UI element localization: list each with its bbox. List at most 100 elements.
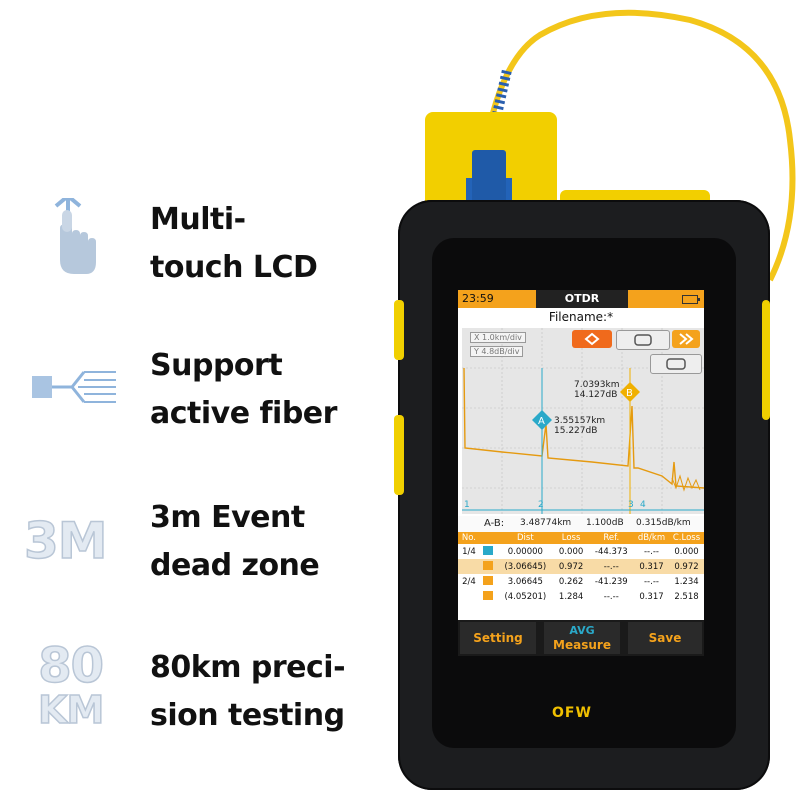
col-loss: Loss	[553, 532, 589, 544]
soft-button-bar: Setting AVG Measure Save	[458, 620, 704, 656]
cell: 1.284	[558, 591, 584, 602]
cell: -44.373	[594, 546, 628, 557]
event-type-icon	[480, 544, 497, 559]
marker-b-loss: 14.127dB	[574, 390, 618, 400]
marker-a-loss: 15.227dB	[554, 426, 598, 436]
cell: --.--	[643, 546, 659, 557]
cell	[458, 589, 480, 604]
cell: --.--	[603, 591, 619, 602]
feature-line-2: touch LCD	[150, 250, 318, 285]
cell: (3.06645)	[497, 559, 554, 574]
cell: 0.00000	[507, 546, 543, 557]
avg-label: AVG	[569, 624, 595, 637]
measure-button[interactable]: AVG Measure	[544, 622, 620, 654]
km-text: KM	[37, 687, 105, 733]
col-closs: C.Loss	[668, 532, 704, 544]
otdr-trace-graph[interactable]: A B 1 2 3 4 X 1.0km/div Y 4.8dB/div 7.03…	[462, 328, 704, 514]
brand-logo: OFW	[552, 705, 592, 721]
status-bar: 23:59 OTDR	[458, 290, 704, 308]
table-row[interactable]: 1/4 0.00000 0.000 -44.373 --.-- 0.000	[458, 544, 704, 559]
feature-active-fiber: Support active fiber	[0, 340, 400, 450]
feature-line-2: dead zone	[150, 548, 320, 583]
feature-line-1: Multi-	[150, 202, 246, 237]
col-dbkm: dB/km	[634, 532, 669, 544]
clock: 23:59	[462, 292, 494, 305]
tick-1: 1	[464, 500, 470, 510]
active-fiber-icon	[28, 366, 120, 414]
cell: 2.518	[674, 591, 699, 602]
3m-badge-icon: 3M	[23, 511, 108, 571]
ab-summary: A-B: 3.48774km 1.100dB 0.315dB/km	[458, 516, 704, 532]
cell: 0.972	[553, 559, 589, 574]
x-scale-label: X 1.0km/div	[470, 332, 526, 343]
fit-button[interactable]	[650, 354, 702, 374]
marker-b-label: B	[626, 388, 633, 399]
ab-dist: 3.48774km	[520, 518, 572, 528]
marker-select-button[interactable]	[572, 330, 612, 348]
cell	[458, 559, 480, 574]
y-scale-label: Y 4.8dB/div	[470, 346, 524, 357]
measure-label: Measure	[553, 638, 611, 652]
side-button-right[interactable]	[762, 300, 770, 420]
table-row[interactable]: 2/4 3.06645 0.262 -41.239 --.-- 1.234	[458, 574, 704, 589]
80-text: 80	[37, 638, 104, 694]
cell: 2/4	[462, 576, 476, 587]
cell: --.--	[588, 559, 634, 574]
save-button[interactable]: Save	[628, 622, 702, 654]
side-button-left-top[interactable]	[394, 300, 404, 360]
cell: 0.000	[674, 546, 699, 557]
filename-label: Filename:*	[548, 310, 614, 324]
cell: (4.05201)	[504, 591, 547, 602]
ab-label: A-B:	[484, 518, 505, 529]
col-type	[479, 532, 498, 544]
cell: 0.317	[634, 559, 669, 574]
feature-line-2: sion testing	[150, 698, 345, 733]
event-type-icon	[480, 574, 497, 589]
side-button-left-bottom[interactable]	[394, 415, 404, 495]
fiber-connector	[472, 150, 506, 206]
cell: --.--	[643, 576, 659, 587]
event-type-icon	[480, 589, 497, 604]
feature-line-1: 3m Event	[150, 500, 305, 535]
tick-4: 4	[640, 500, 646, 510]
col-no: No.	[458, 532, 480, 544]
feature-dead-zone: 3M 3m Event dead zone	[0, 494, 400, 594]
touch-hand-icon	[28, 193, 108, 282]
feature-multitouch: Multi- touch LCD	[0, 190, 400, 300]
marker-a-label: A	[538, 416, 545, 427]
col-dist: Dist	[497, 532, 554, 544]
ab-rate: 0.315dB/km	[636, 518, 691, 528]
feature-line-1: Support	[150, 348, 283, 383]
cell: 0.000	[558, 546, 584, 557]
cell: 1/4	[462, 546, 476, 557]
feature-80km: 80 KM 80km preci- sion testing	[0, 640, 400, 750]
feature-line-1: 80km preci-	[150, 650, 346, 685]
battery-icon	[682, 295, 700, 304]
marker-b-dist: 7.0393km	[574, 380, 620, 390]
tick-2: 2	[538, 500, 544, 510]
zoom-button[interactable]	[616, 330, 670, 350]
marker-b-readout: 7.0393km 14.127dB	[574, 380, 619, 400]
cell: 3.06645	[507, 576, 543, 587]
80km-badge-icon: 80 KM	[37, 638, 105, 733]
setting-button[interactable]: Setting	[460, 622, 536, 654]
cell: 0.972	[668, 559, 704, 574]
table-header: No. Dist Loss Ref. dB/km C.Loss	[458, 532, 704, 544]
cell: -41.239	[594, 576, 628, 587]
event-table: No. Dist Loss Ref. dB/km C.Loss 1/4 0.00…	[458, 532, 704, 604]
event-type-icon	[479, 559, 498, 574]
cell: 1.234	[674, 576, 699, 587]
col-ref: Ref.	[588, 532, 634, 544]
feature-line-2: active fiber	[150, 396, 337, 431]
screen-title: OTDR	[536, 290, 628, 308]
ab-loss: 1.100dB	[586, 518, 624, 528]
next-button[interactable]	[672, 330, 700, 348]
table-row[interactable]: (4.05201) 1.284 --.-- 0.317 2.518	[458, 589, 704, 604]
marker-a-readout: 3.55157km 15.227dB	[554, 416, 605, 436]
marker-a-dist: 3.55157km	[554, 416, 606, 426]
tick-3: 3	[628, 500, 634, 510]
cell: 0.262	[558, 576, 584, 587]
table-row[interactable]: (3.06645) 0.972 --.-- 0.317 0.972	[458, 559, 704, 574]
device-screen: 23:59 OTDR Filename:* A B 1 2 3 4	[458, 290, 704, 656]
cell: 0.317	[639, 591, 664, 602]
